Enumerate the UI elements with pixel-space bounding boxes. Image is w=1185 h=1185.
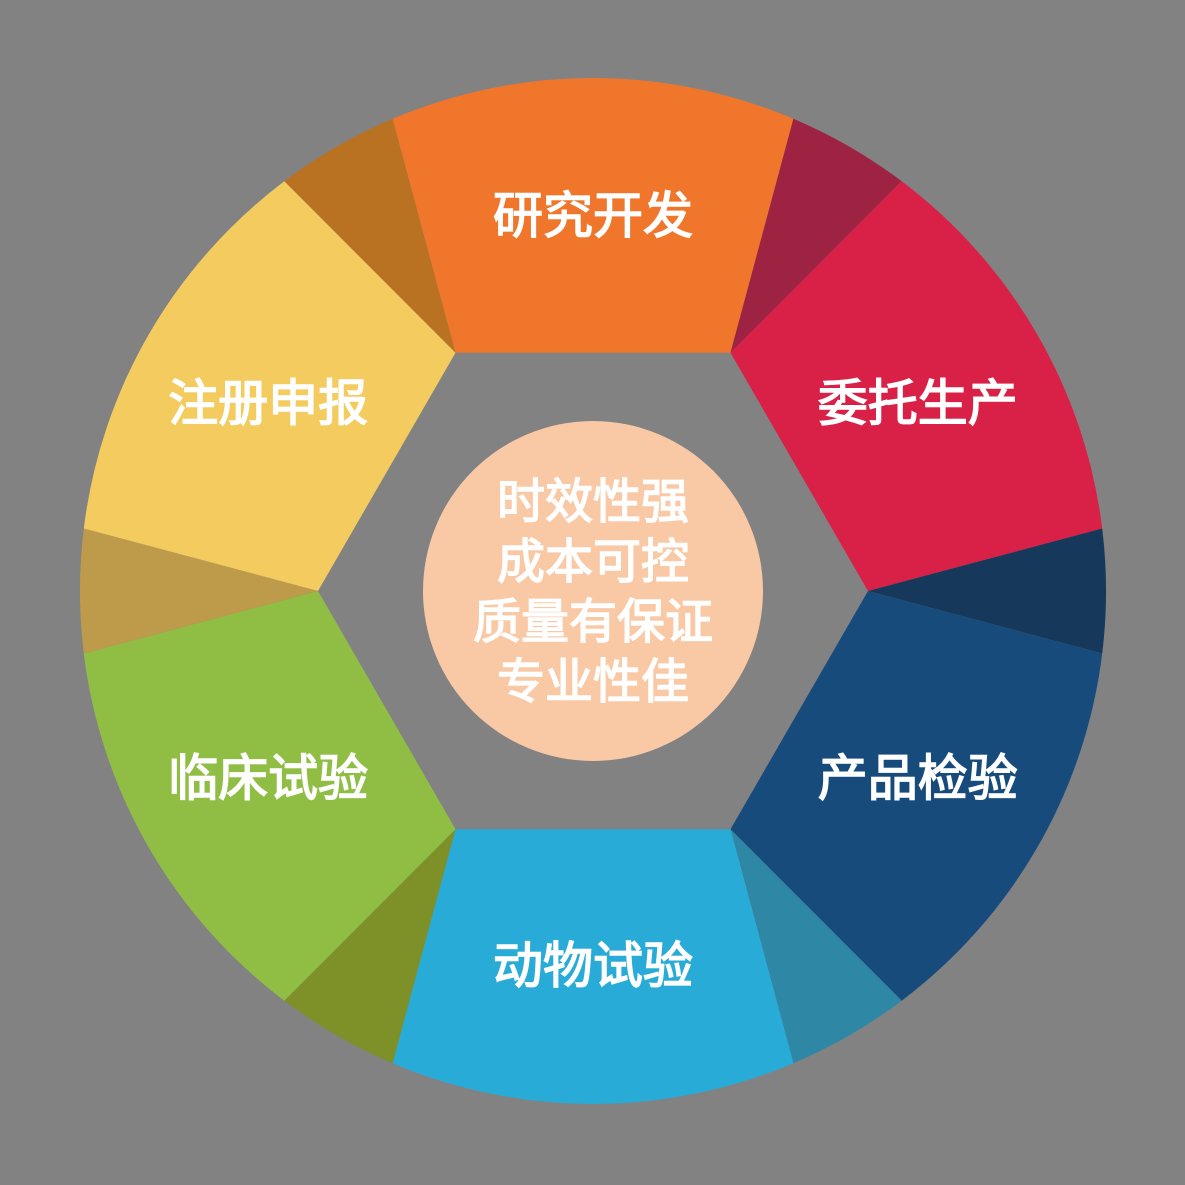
- segment-research-development: [392, 78, 794, 353]
- center-text-line-1: 时效性强: [497, 476, 689, 529]
- segment-registration-filing: [83, 181, 456, 592]
- center-text-line-3: 质量有保证: [473, 596, 713, 649]
- segment-shadow-clinical-trials: [284, 829, 456, 1064]
- segment-clinical-trials: [83, 591, 456, 1001]
- segment-label-clinical-trials: 临床试验: [168, 751, 368, 807]
- segment-label-animal-testing: 动物试验: [493, 938, 693, 994]
- segment-shadow-contract-manufacturing: [730, 118, 902, 353]
- segment-shadow-product-inspection: [868, 528, 1107, 654]
- segment-product-inspection: [730, 591, 1103, 1001]
- segment-animal-testing: [392, 829, 794, 1104]
- segment-label-research-development: 研究开发: [493, 188, 693, 244]
- segment-shadow-registration-filing: [79, 528, 319, 654]
- segment-label-registration-filing: 注册申报: [168, 376, 368, 432]
- segment-label-contract-manufacturing: 委托生产: [818, 376, 1018, 432]
- segment-label-product-inspection: 产品检验: [818, 751, 1018, 807]
- center-text-line-4: 专业性佳: [497, 656, 689, 709]
- segment-shadow-research-development: [284, 118, 456, 353]
- center-text-line-2: 成本可控: [497, 536, 689, 589]
- center-circle: [423, 421, 763, 761]
- segment-shadow-animal-testing: [730, 829, 902, 1064]
- segment-contract-manufacturing: [730, 181, 1103, 592]
